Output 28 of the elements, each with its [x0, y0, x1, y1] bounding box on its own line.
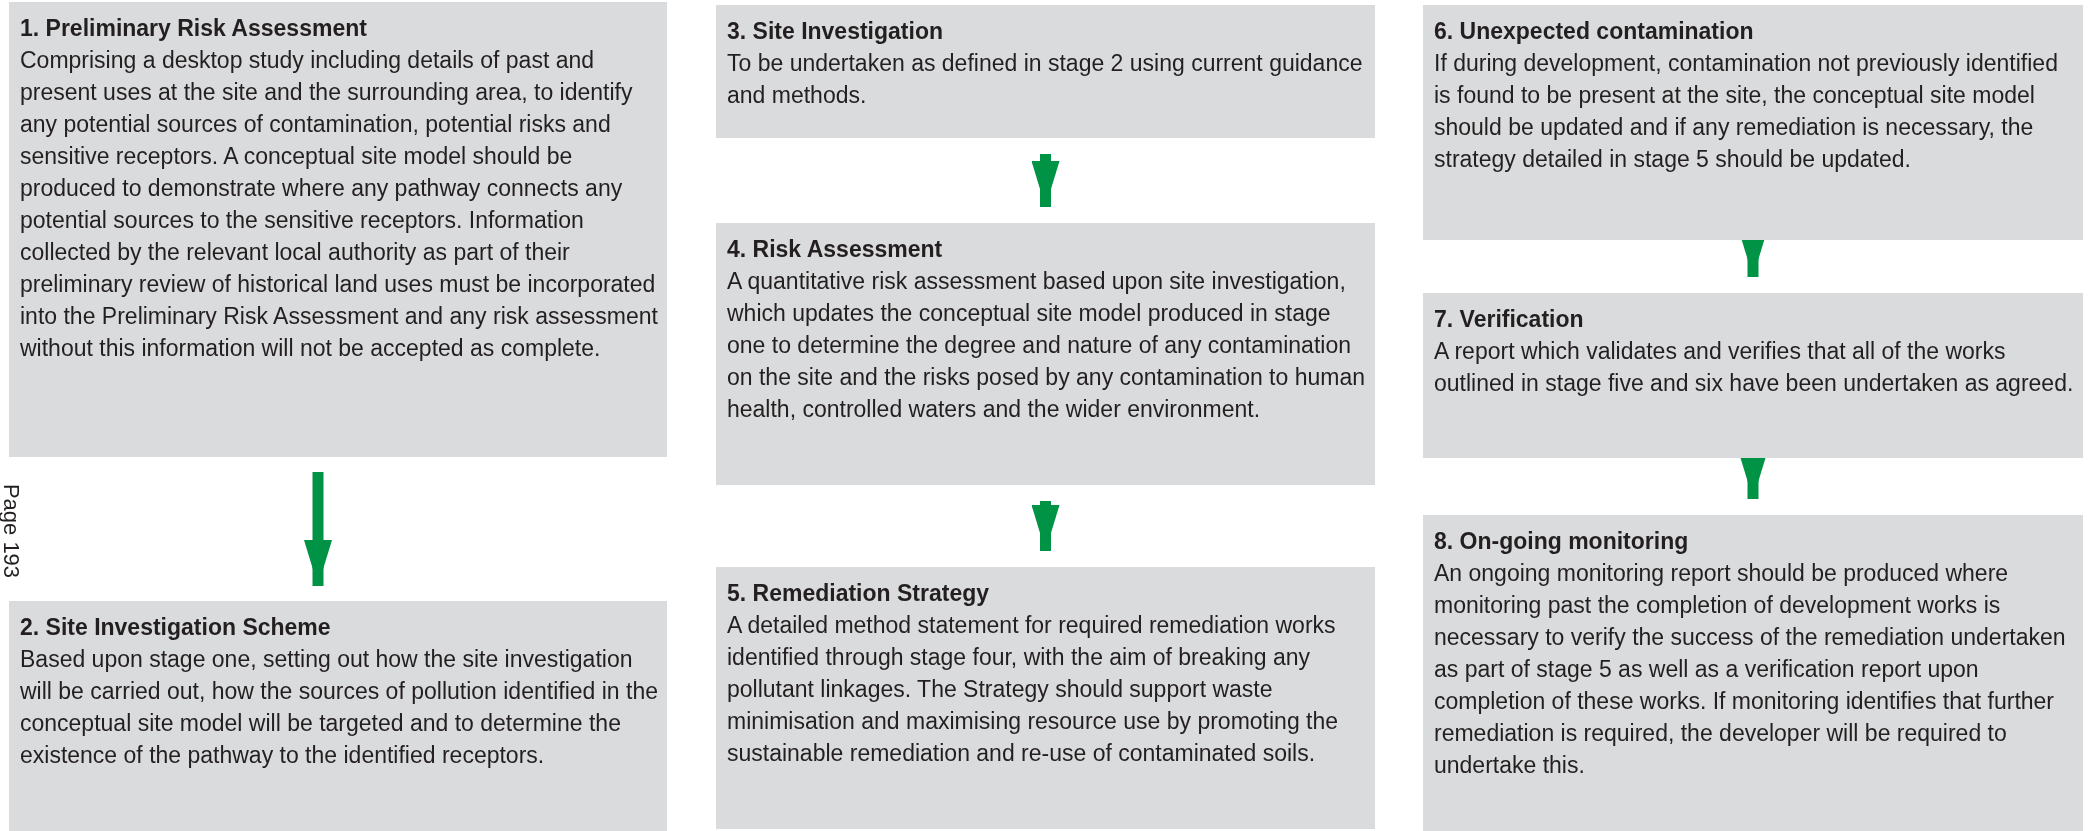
stage-description: If during development, contamination not previously identified is found to be present at the site, the conceptual site model should be updated and if any remediation is necessary, the strategy detailed in stage 5 should be updated. [1434, 49, 2059, 174]
stage-description: An ongoing monitoring report should be produced where monitoring past the completion of development works is necessary to verify the success of the remediation undertaken as part of stage 5 as well as a verification report upon completion of these works. If monitoring identifies that further remediation is required, the developer will be required to undertake this. [1434, 559, 2067, 780]
stage-box [9, 601, 667, 831]
stage-box [1423, 5, 2083, 240]
stage-title: 7. Verification [1434, 305, 1585, 334]
stage-title: 1. Preliminary Risk Assessment [20, 14, 368, 43]
stage-description: Comprising a desktop study including details of past and present uses at the site and the surrounding area, to identify any potential sources of contamination, potential risks and sensitive receptors. A conceptual site model should be produced to demonstrate where any pathway connects any potential sources to the sensitive receptors. Information collected by the relevant local authority as part of their preliminary review of historical land uses must be incorporated into the Preliminary Risk Assessment and any risk assessment without this information will not be accepted as complete. [20, 46, 659, 363]
stage-box [1423, 515, 2083, 831]
stage-box [716, 223, 1375, 485]
stage-box [716, 567, 1375, 829]
stage-description: A quantitative risk assessment based upon site investigation, which updates the conceptual site model produced in stage one to determine the degree and nature of any contamination on the site and the risks posed by any contamination to human health, controlled waters and the wider environment. [727, 267, 1366, 424]
page-number: Page 193 [0, 482, 22, 581]
stage-description: To be undertaken as defined in stage 2 using current guidance and methods. [727, 49, 1364, 110]
stage-description: Based upon stage one, setting out how the site investigation will be carried out, how the sources of pollution identified in the conceptual site model will be targeted and to determine the existence of the pathway to the identified receptors. [20, 645, 659, 770]
stage-title: 6. Unexpected contamination [1434, 17, 1755, 46]
stage-description: A detailed method statement for required remediation works identified through stage four, with the aim of breaking any pollutant linkages. The Strategy should support waste minimisation and maximising resource use by promoting the sustainable remediation and re-use of contaminated soils. [727, 611, 1340, 768]
arrow [1031, 154, 1060, 207]
stage-box [9, 2, 667, 457]
arrow [304, 472, 332, 586]
stage-box [1423, 293, 2083, 458]
stage-box [716, 5, 1375, 138]
stage-title: 4. Risk Assessment [727, 235, 944, 264]
arrow [1031, 501, 1060, 551]
stage-title: 2. Site Investigation Scheme [20, 613, 332, 642]
stage-title: 8. On-going monitoring [1434, 527, 1690, 556]
stage-description: A report which validates and verifies that all of the works outlined in stage five and six have been undertaken as agreed. [1434, 337, 2075, 398]
stage-title: 3. Site Investigation [727, 17, 944, 46]
stage-title: 5. Remediation Strategy [727, 579, 991, 608]
